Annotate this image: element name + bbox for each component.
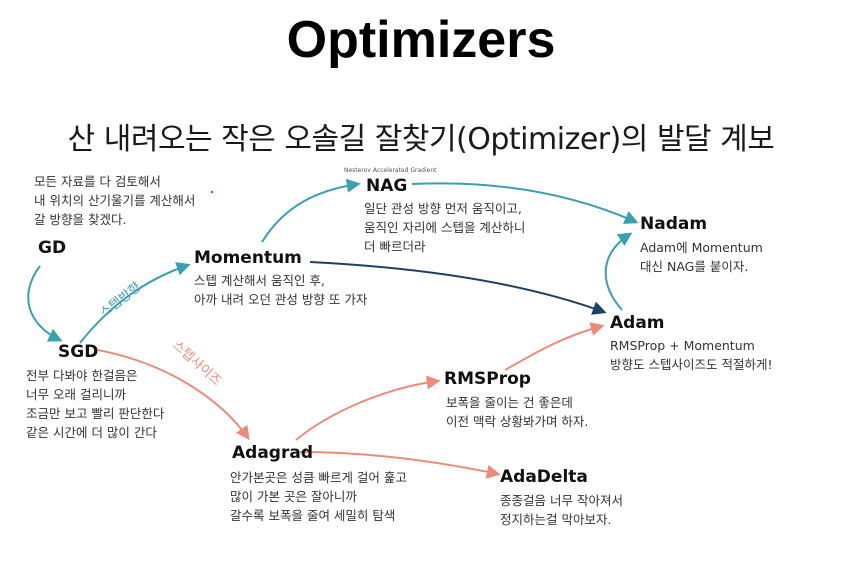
edge-sgd-adagrad bbox=[97, 349, 250, 441]
nadam-description: Adam에 Momentum 대신 NAG를 붙이자. bbox=[640, 240, 763, 274]
edge-gd-sgd bbox=[27, 265, 63, 342]
nag-node: NAG bbox=[366, 176, 408, 196]
adadelta-node: AdaDelta bbox=[500, 467, 588, 487]
page-subtitle: 산 내려오는 작은 오솔길 잘찾기(Optimizer)의 발달 계보 bbox=[67, 122, 775, 157]
page-title: Optimizers bbox=[286, 11, 556, 69]
momentum-node: Momentum bbox=[194, 248, 302, 268]
sgd-description: 전부 다봐야 한걸음은 너무 오래 걸리니까 조금만 보고 빨리 판단한다 같은… bbox=[26, 368, 165, 440]
nag-fullname: Nesterov Accelerated Gradient bbox=[344, 167, 437, 174]
edge-momentum-nag bbox=[261, 178, 361, 243]
adagrad-node: Adagrad bbox=[232, 443, 313, 463]
edge-momentum-adam bbox=[309, 261, 607, 315]
rmsprop-node: RMSProp bbox=[444, 369, 531, 389]
edge-rmsprop-adam bbox=[504, 322, 605, 371]
edge-adagrad-adadelta bbox=[299, 451, 501, 479]
adam-node: Adam bbox=[610, 313, 665, 333]
edge-adagrad-rmsprop bbox=[295, 375, 441, 441]
nadam-node: Nadam bbox=[640, 214, 708, 234]
edge-label-stepsize: 스텝사이즈 bbox=[169, 338, 224, 389]
adadelta-description: 종종걸음 너무 작아져서 정지하는걸 막아보자. bbox=[500, 493, 623, 527]
sgd-node: SGD bbox=[58, 342, 99, 362]
edge-sgd-momentum bbox=[79, 262, 191, 344]
edge-label-direction: 스텝방향 bbox=[97, 280, 144, 321]
gd-node: GD bbox=[38, 238, 67, 258]
adagrad-description: 안가본곳은 성큼 빠르게 걸어 훑고 많이 가본 곳은 잘아니까 갈수록 보폭을… bbox=[230, 470, 407, 523]
nag-description: 일단 관성 방향 먼저 움직이고, 움직인 자리에 스텝을 계산하니 더 빠르더… bbox=[364, 201, 526, 254]
rmsprop-description: 보폭을 줄이는 건 좋은데 이전 맥락 상황봐가며 하자. bbox=[446, 395, 589, 429]
momentum-description: 스텝 계산해서 움직인 후, 아까 내려 오던 관성 방향 또 가자 bbox=[194, 273, 368, 307]
gd-description: 모든 자료를 다 검토해서 내 위치의 산기울기를 계산해서 갈 방향을 찾겠다… bbox=[34, 174, 196, 227]
edge-adam-nadam bbox=[604, 232, 633, 311]
adam-description: RMSProp + Momentum 방향도 스텝사이즈도 적절하게! bbox=[610, 338, 773, 372]
stray-mark bbox=[210, 190, 214, 194]
edge-nag-nadam bbox=[411, 182, 639, 224]
